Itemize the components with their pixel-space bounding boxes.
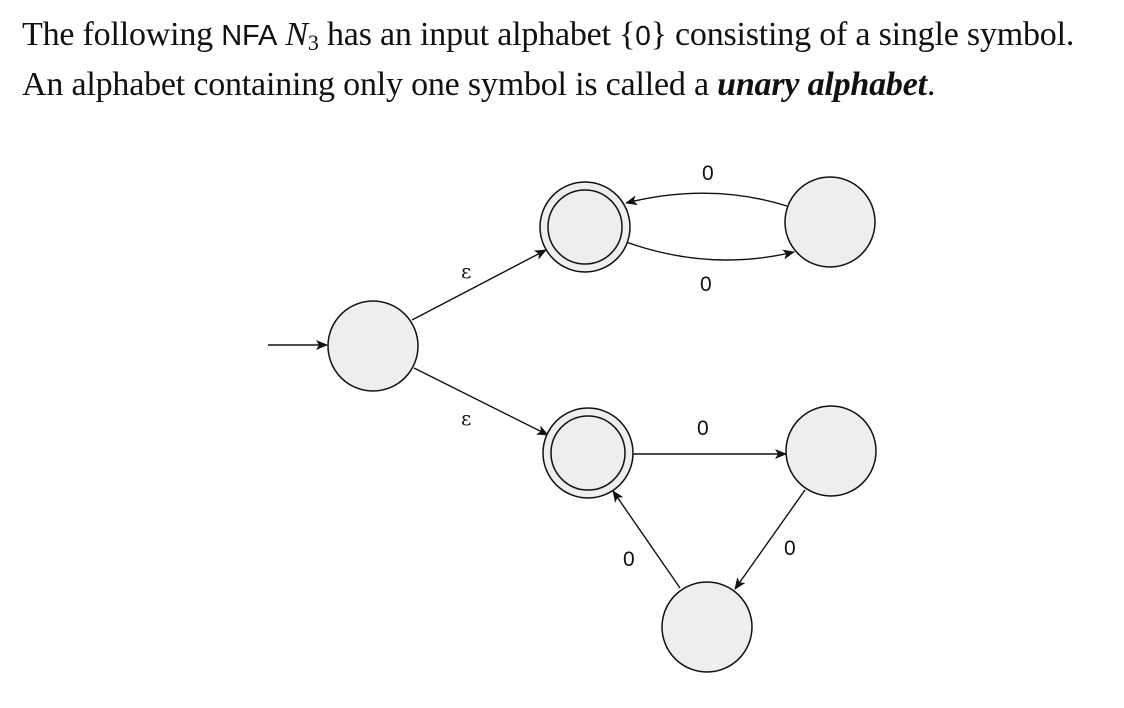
nfa-abbrev: NFA (221, 20, 278, 52)
intro-text-1b: has an input alphabet { (318, 16, 636, 53)
edge-q5-q3 (612, 490, 681, 589)
edge-q1-q2 (625, 241, 795, 261)
label-q3-q4: 0 (697, 417, 709, 440)
label-q4-q5: 0 (784, 537, 796, 560)
label-q0-q1: ε (461, 259, 471, 283)
state-q3 (542, 407, 634, 499)
intro-line-2: An alphabet containing only one symbol i… (22, 64, 1122, 106)
label-q1-q2: 0 (700, 273, 712, 296)
unary-alphabet-term: unary alphabet (717, 66, 927, 103)
label-q5-q3: 0 (623, 548, 635, 571)
alphabet-symbol: 0 (635, 20, 651, 51)
intro-paragraph: The following NFA N3 has an input alphab… (22, 14, 1122, 106)
machine-subscript: 3 (307, 30, 319, 55)
accept-ring-q1 (547, 189, 623, 265)
machine-name: N3 (285, 16, 319, 55)
accept-ring-q3 (550, 415, 626, 491)
edge-q2-q1 (625, 192, 788, 207)
state-q0 (327, 300, 419, 392)
intro-text-1a: The following (22, 16, 222, 53)
state-q2 (784, 176, 876, 268)
label-q0-q3: ε (461, 406, 471, 430)
intro-line-1: The following NFA N3 has an input alphab… (22, 14, 1122, 64)
state-q5 (661, 581, 753, 673)
state-q1 (539, 181, 631, 273)
machine-letter: N (285, 16, 308, 53)
edge-q4-q5 (734, 489, 806, 590)
edge-q0-q1 (411, 249, 547, 321)
edge-q0-q3 (413, 367, 549, 436)
state-q4 (785, 405, 877, 497)
intro-text-2a: An alphabet containing only one symbol i… (22, 66, 718, 103)
intro-text-1c: } consisting of a single symbol. (650, 16, 1075, 53)
intro-text-2b: . (926, 66, 936, 103)
label-q2-q1: 0 (702, 162, 714, 185)
